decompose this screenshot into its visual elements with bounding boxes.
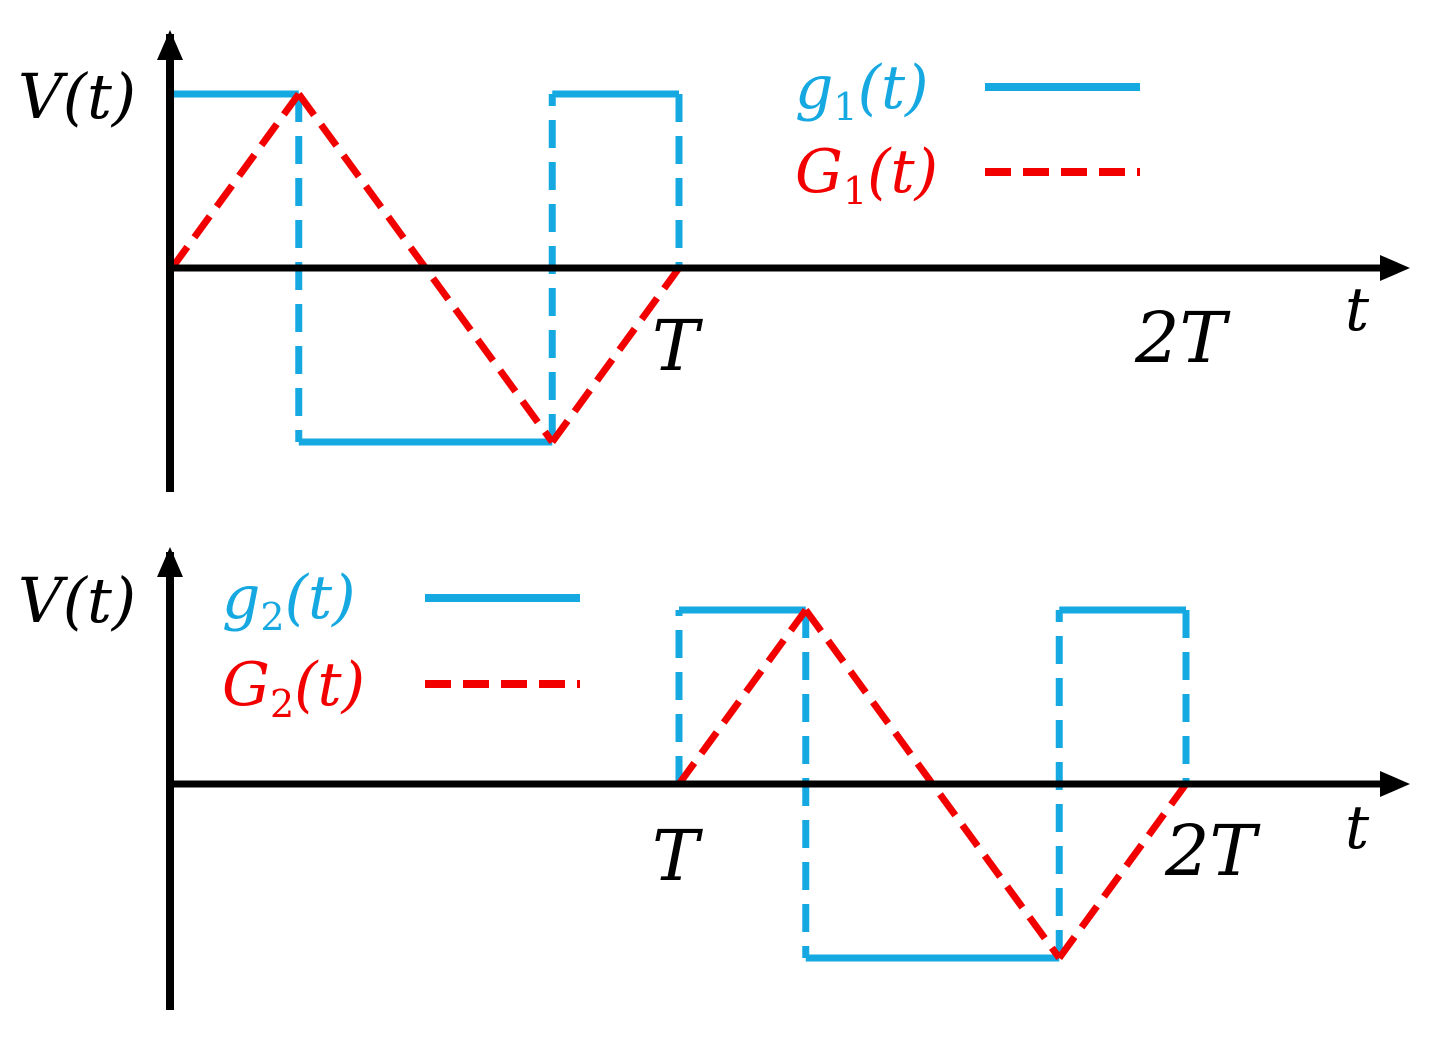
top-legend-G1-label: G1(t) xyxy=(795,137,938,213)
panel-top: V(t) t T 2T g1(t) G1(t) xyxy=(18,30,1410,492)
panel-bottom: V(t) t T 2T g2(t) G2(t) xyxy=(18,547,1410,1010)
bottom-legend: g2(t) G2(t) xyxy=(222,563,580,726)
top-tick-T: T xyxy=(652,305,703,387)
bottom-legend-entry-G2: G2(t) xyxy=(222,650,580,726)
bottom-y-axis-label: V(t) xyxy=(18,564,136,637)
top-G-segment-0 xyxy=(169,91,302,271)
top-legend-entry-G1: G1(t) xyxy=(795,137,1140,213)
bottom-x-axis-label: t xyxy=(1345,793,1370,863)
bottom-G-segment-0 xyxy=(676,607,809,787)
top-legend-g1-label: g1(t) xyxy=(795,53,929,129)
top-legend-entry-g1: g1(t) xyxy=(795,53,1140,129)
top-legend: g1(t) G1(t) xyxy=(795,53,1140,213)
bottom-y-axis-arrow xyxy=(157,547,183,577)
bottom-legend-G2-label: G2(t) xyxy=(222,650,365,726)
bottom-x-axis-arrow xyxy=(1380,771,1410,797)
top-tick-2T: 2T xyxy=(1134,297,1231,379)
top-x-axis-arrow xyxy=(1380,255,1410,281)
bottom-tick-2T: 2T xyxy=(1164,810,1261,892)
top-y-axis-arrow xyxy=(157,30,183,60)
top-x-axis-label: t xyxy=(1345,275,1370,345)
bottom-tick-T: T xyxy=(652,815,703,897)
bottom-legend-entry-g2: g2(t) xyxy=(222,563,580,639)
bottom-legend-g2-label: g2(t) xyxy=(222,563,356,639)
top-y-axis-label: V(t) xyxy=(18,60,136,133)
